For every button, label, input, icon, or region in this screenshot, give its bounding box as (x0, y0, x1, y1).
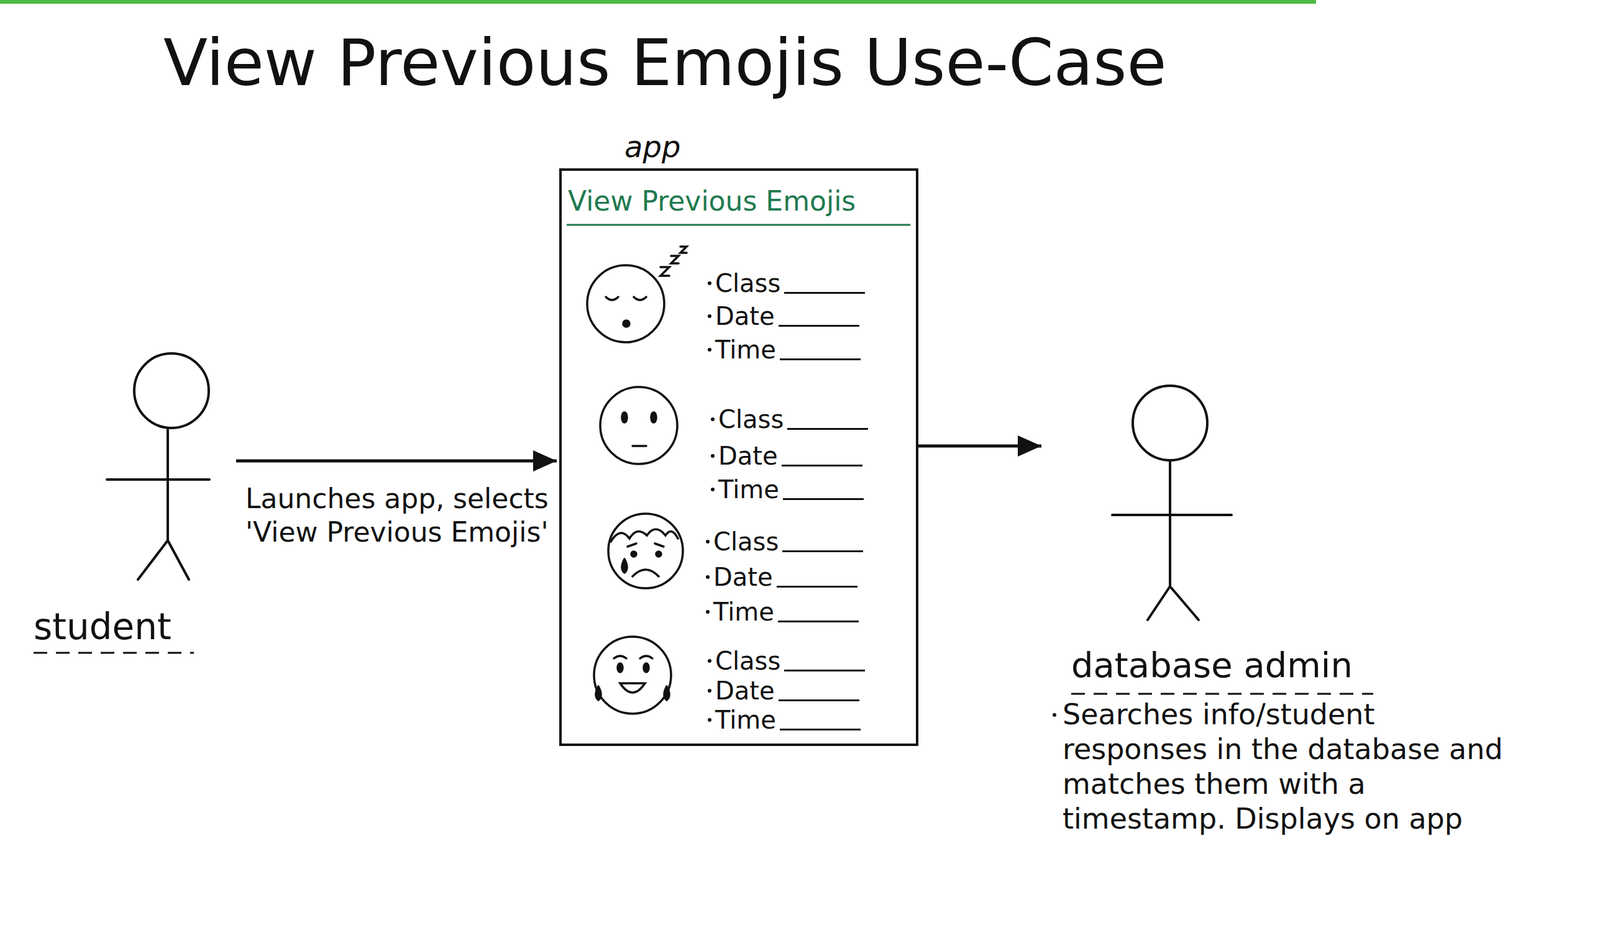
bullet-dot (710, 454, 715, 458)
blank-line (778, 306, 860, 327)
blank-line (784, 273, 865, 294)
bullet-dot (707, 659, 712, 663)
field-row: Date (710, 441, 863, 471)
top-bar (0, 0, 1317, 4)
happy-face (594, 636, 672, 714)
actor-node: database adminSearches info/student resp… (1043, 372, 1517, 889)
dashed-underline (1071, 693, 1374, 696)
field-row: Time (710, 475, 864, 504)
field-row: Date (707, 676, 860, 706)
bullet-dot (710, 487, 715, 492)
sad-face (608, 513, 683, 589)
field-row: Date (705, 562, 858, 592)
blank-line (779, 710, 861, 731)
field-label: Time (718, 475, 780, 504)
bullet-dot (710, 417, 715, 422)
field-label: Time (715, 335, 777, 365)
blank-line (784, 651, 865, 672)
field-row: Date (707, 301, 860, 331)
app-screen: appView Previous EmojisClassDateTimeClas… (559, 168, 919, 747)
student-figure (106, 353, 210, 580)
field-label: Time (715, 705, 777, 735)
flow-arrow (918, 444, 1042, 448)
field-label: Class (713, 527, 779, 557)
screen-caption: app (624, 128, 681, 165)
field-row: Class (707, 269, 865, 298)
actor-label: student (33, 605, 172, 649)
diagram-title: View Previous Emojis Use-Case (163, 22, 1167, 104)
heading-underline (566, 224, 911, 227)
field-label: Date (715, 301, 775, 331)
field-row: Time (707, 705, 861, 735)
blank-line (782, 479, 864, 501)
flow-arrow (236, 459, 557, 463)
dashed-underline (33, 652, 194, 655)
admin-figure (1112, 385, 1232, 621)
blank-line (779, 339, 861, 361)
field-row: Class (707, 646, 865, 676)
bullet-dot (707, 347, 712, 352)
arrow-label: Launches app, selects 'View Previous Emo… (245, 482, 554, 550)
blank-line (776, 567, 858, 588)
bullet-dot (705, 575, 710, 580)
bullet-dot (705, 539, 710, 544)
neutral-face (600, 387, 678, 465)
sleepy-face (587, 246, 687, 343)
field-label: Date (713, 562, 773, 592)
field-label: Class (715, 269, 781, 298)
field-label: Time (713, 597, 775, 627)
bullet-dot (707, 281, 712, 286)
field-row: Time (705, 597, 859, 627)
field-row: Time (707, 335, 861, 365)
field-label: Date (718, 441, 778, 471)
blank-line (782, 531, 864, 553)
blank-line (781, 446, 863, 467)
blank-line (777, 602, 859, 623)
bullet-dot (707, 689, 712, 693)
bullet-dot (705, 610, 710, 614)
actor-note: Searches info/student responses in the d… (1062, 697, 1510, 837)
blank-line (787, 409, 869, 430)
field-label: Date (715, 676, 775, 706)
bullet-dot (707, 718, 712, 723)
bullet-dot (707, 314, 712, 319)
field-label: Class (718, 405, 784, 434)
field-row: Class (705, 527, 864, 557)
blank-line (778, 681, 860, 702)
actor-node: student (24, 347, 237, 672)
bullet-dot (1052, 713, 1057, 718)
screen-heading: View Previous Emojis (567, 184, 856, 219)
field-row: Class (710, 405, 869, 434)
field-label: Class (715, 646, 781, 676)
actor-label: database admin (1071, 644, 1353, 686)
